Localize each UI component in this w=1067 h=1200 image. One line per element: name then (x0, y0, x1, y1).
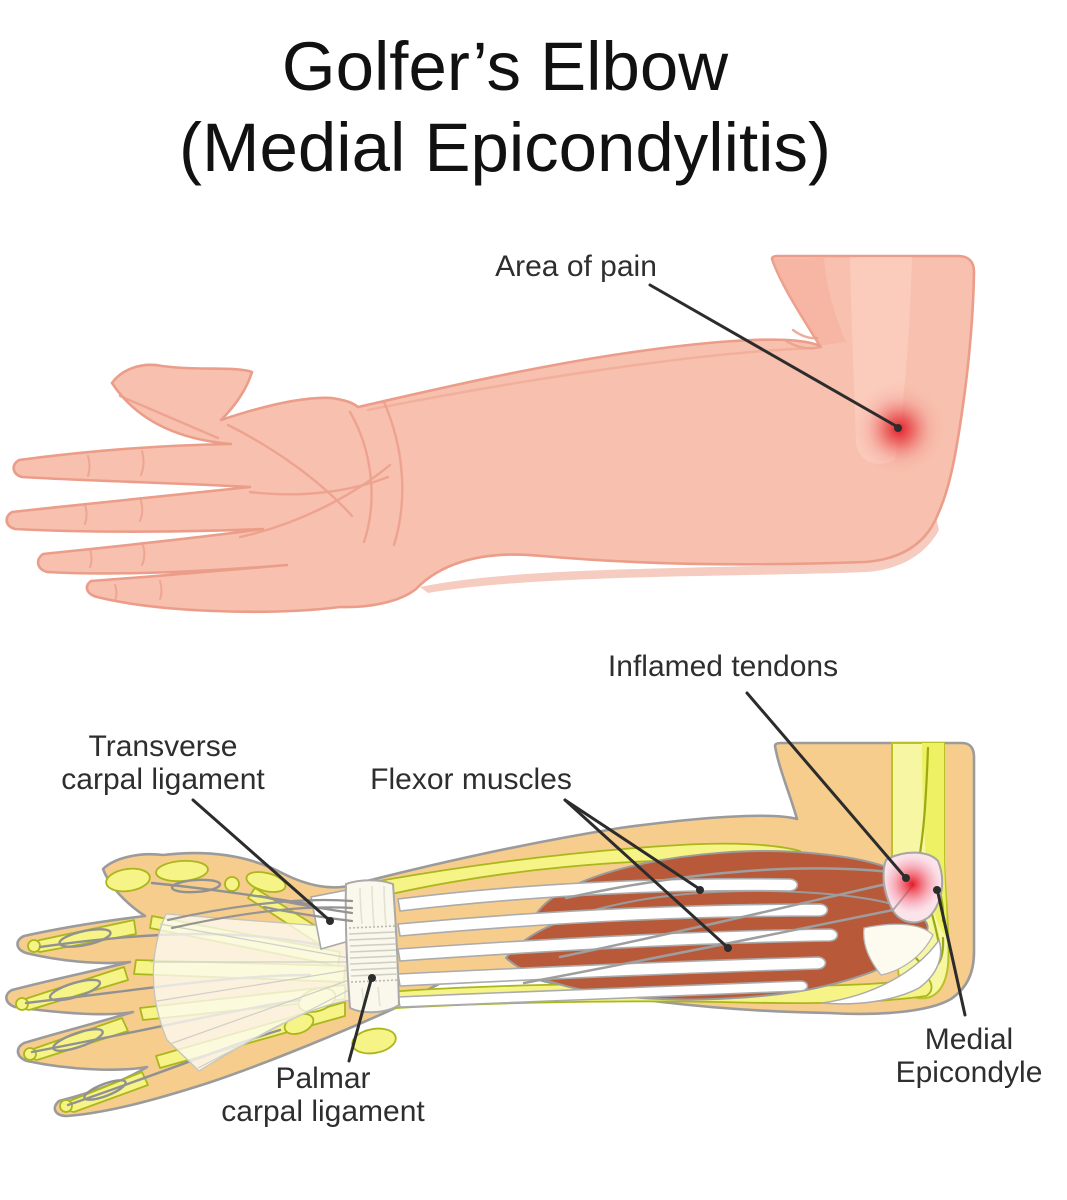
label-medial-epicondyle: Medial Epicondyle (895, 1023, 1043, 1089)
anatomy-illustration (5, 741, 976, 1118)
elbow-white-wedge (863, 923, 934, 976)
forearm-bottom-shadow (420, 517, 939, 593)
label-inflamed-tendons: Inflamed tendons (607, 650, 839, 683)
skin-creases (118, 328, 823, 547)
elbow-white-crescent (821, 938, 942, 1005)
leader-transverse-ligament (191, 798, 330, 921)
upperarm-inner-shade (772, 258, 846, 346)
leader-lines (191, 283, 967, 1063)
label-flexor-muscles: Flexor muscles (370, 763, 572, 796)
leader-flexor-upper (563, 798, 700, 890)
arm-skin-silhouette (5, 254, 976, 614)
leader-flexor-lower (563, 798, 728, 948)
pain-illustration (5, 254, 976, 614)
label-palmar-carpal-ligament: Palmar carpal ligament (221, 1062, 425, 1128)
palm-fan-lines (150, 923, 350, 1069)
page-title: Golfer’s Elbow (Medial Epicondylitis) (179, 28, 831, 186)
leader-palmar-ligament (347, 978, 373, 1063)
label-transverse-carpal-ligament: Transverse carpal ligament (61, 730, 265, 796)
finger-creases (84, 450, 163, 601)
leader-area-of-pain (648, 283, 898, 428)
leader-inflamed-tendons (745, 691, 906, 878)
label-area-of-pain: Area of pain (495, 250, 657, 283)
leader-medial-epicondyle (936, 891, 967, 1017)
wrist-crossing-tendons (166, 894, 354, 930)
